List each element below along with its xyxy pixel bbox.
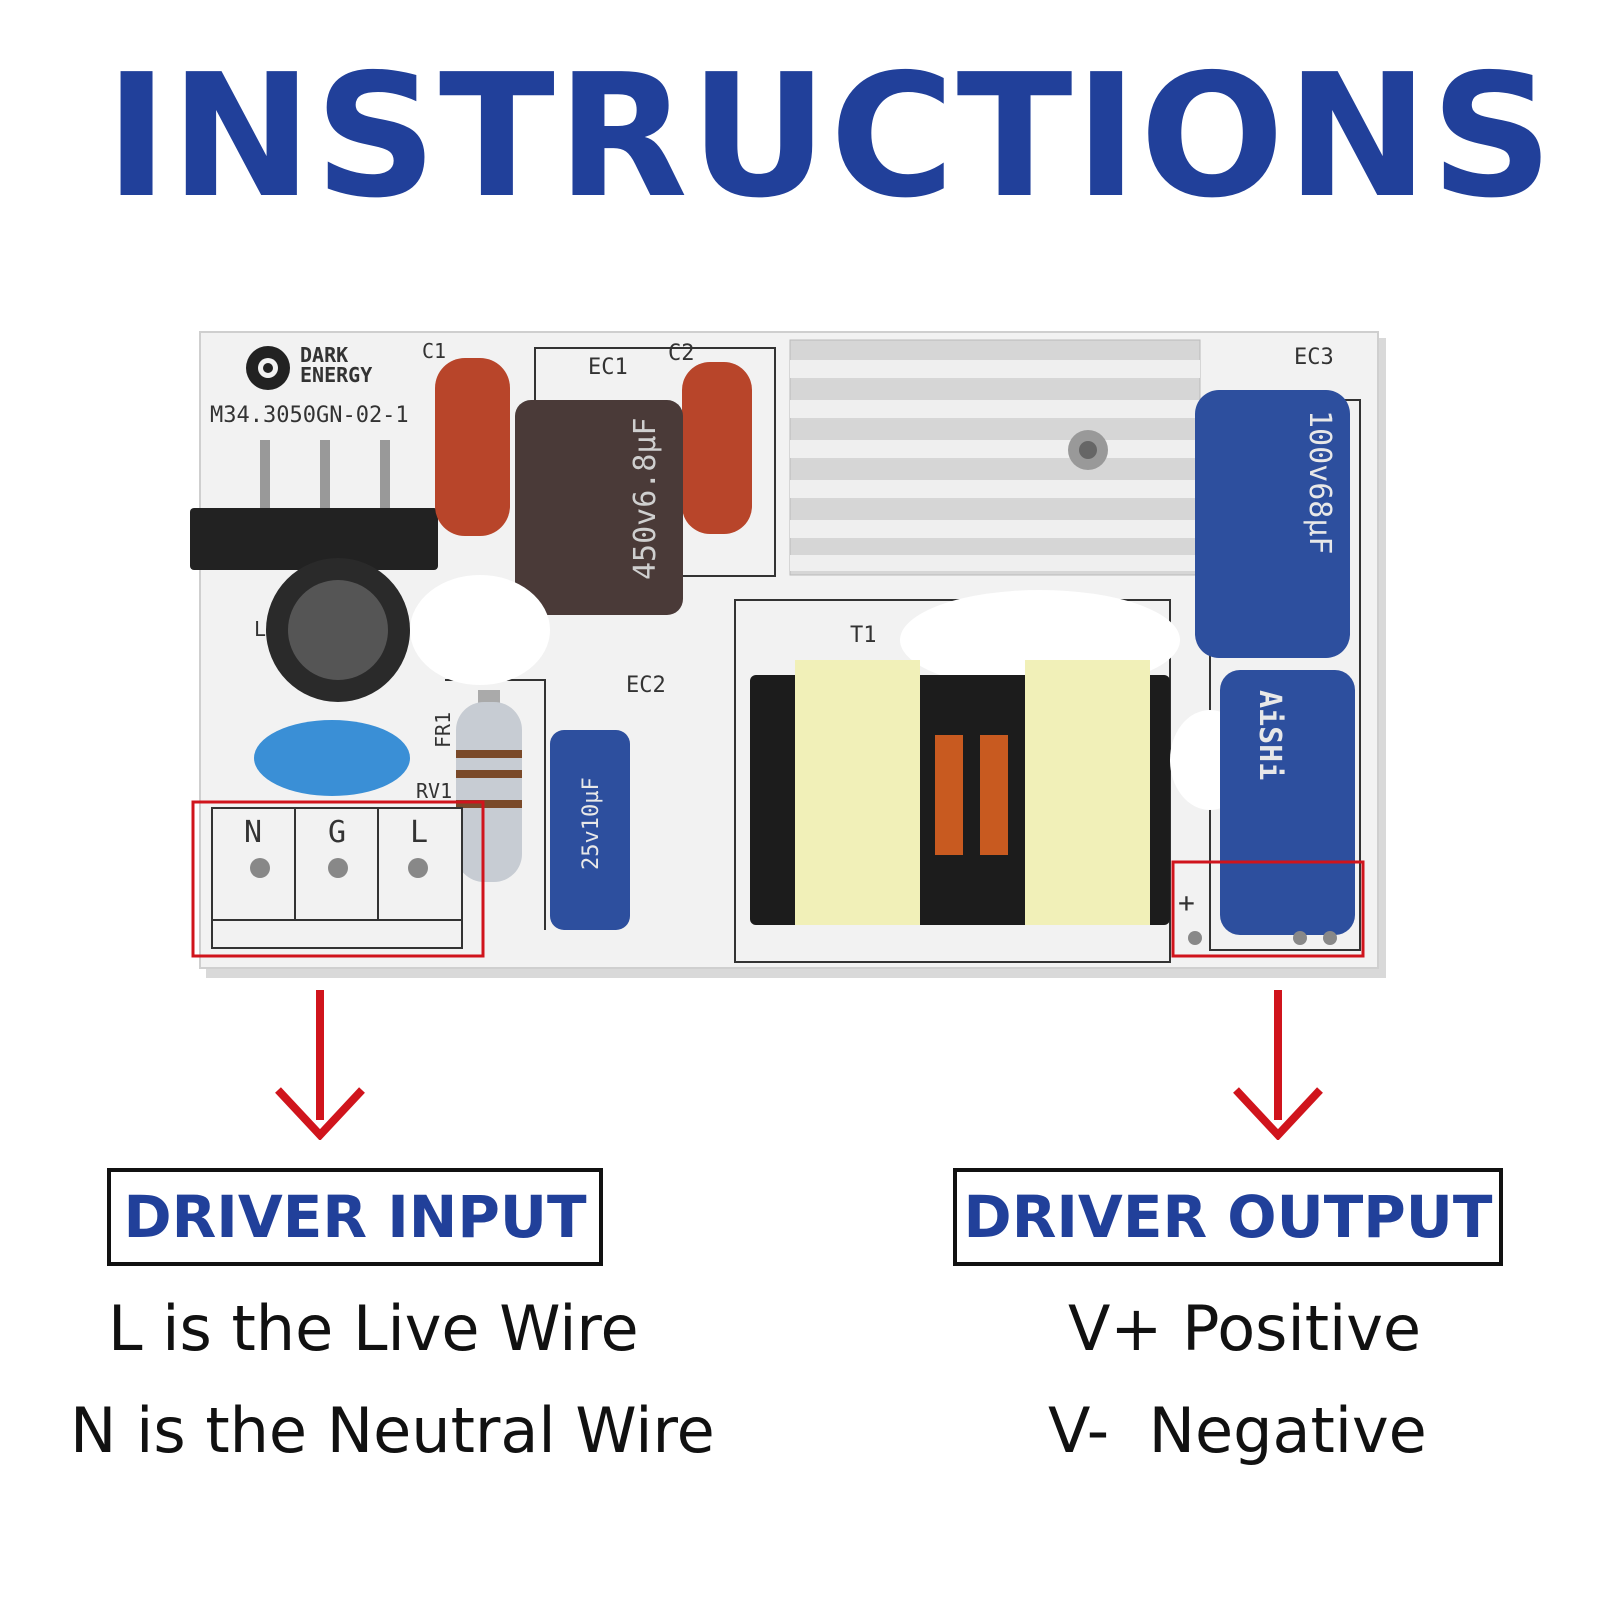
model-number: M34.3050GN-02-1	[210, 403, 409, 428]
capacitor-ec2: 25v10µF	[550, 730, 630, 930]
output-line-negative: V- Negative	[1048, 1394, 1427, 1467]
terminal-g-label: G	[328, 815, 346, 850]
svg-text:100v68µF: 100v68µF	[1302, 410, 1337, 555]
svg-text:EC1: EC1	[588, 355, 628, 380]
svg-text:EC2: EC2	[626, 673, 666, 698]
input-line-neutral: N is the Neutral Wire	[70, 1394, 715, 1467]
input-line-live: L is the Live Wire	[108, 1292, 639, 1365]
output-highlight-box	[1171, 860, 1365, 958]
output-arrow-icon	[1233, 990, 1323, 1140]
output-plus-mark: +	[1178, 886, 1195, 919]
terminal-n-label: N	[244, 815, 262, 850]
capacitor-ec1: 450v6.8µF	[515, 400, 683, 615]
capacitor-c2	[682, 362, 752, 534]
input-arrow-icon	[275, 990, 365, 1140]
driver-board-photo: DARK ENERGY M34.3050GN-02-1 C1 C2 EC1 EC…	[190, 331, 1386, 978]
svg-text:C2: C2	[668, 341, 695, 366]
svg-text:T1: T1	[850, 623, 877, 648]
svg-text:ENERGY: ENERGY	[300, 363, 372, 387]
capacitor-ec3: 100v68µF	[1195, 390, 1350, 658]
fuse-resistor-fr1	[456, 690, 522, 882]
capacitor-c1	[435, 358, 510, 536]
output-line-positive: V+ Positive	[1068, 1292, 1422, 1365]
heatsink	[789, 339, 1201, 576]
transformer-t1	[750, 660, 1170, 925]
svg-text:25v10µF: 25v10µF	[579, 777, 604, 870]
capacitor-output: AiSHi	[1220, 670, 1355, 935]
driver-input-header: DRIVER INPUT	[107, 1168, 603, 1266]
svg-text:EC3: EC3	[1294, 345, 1334, 370]
svg-text:450v6.8µF: 450v6.8µF	[628, 417, 663, 580]
svg-text:AiSHi: AiSHi	[1252, 690, 1287, 780]
svg-text:DARK: DARK	[300, 343, 348, 367]
svg-text:C1: C1	[422, 339, 446, 363]
bridge-rectifier	[190, 440, 438, 570]
varistor	[254, 720, 410, 796]
terminal-l-label: L	[410, 815, 428, 850]
driver-output-header: DRIVER OUTPUT	[953, 1168, 1503, 1266]
page-title: INSTRUCTIONS	[104, 38, 1556, 236]
svg-text:RV1: RV1	[416, 779, 452, 803]
brand-logo: DARK ENERGY	[246, 343, 372, 390]
inductor	[266, 558, 410, 702]
svg-text:FR1: FR1	[431, 712, 455, 748]
input-highlight-box	[191, 800, 485, 958]
svg-text:L: L	[254, 617, 266, 641]
input-terminal-block: N G L	[211, 807, 463, 949]
